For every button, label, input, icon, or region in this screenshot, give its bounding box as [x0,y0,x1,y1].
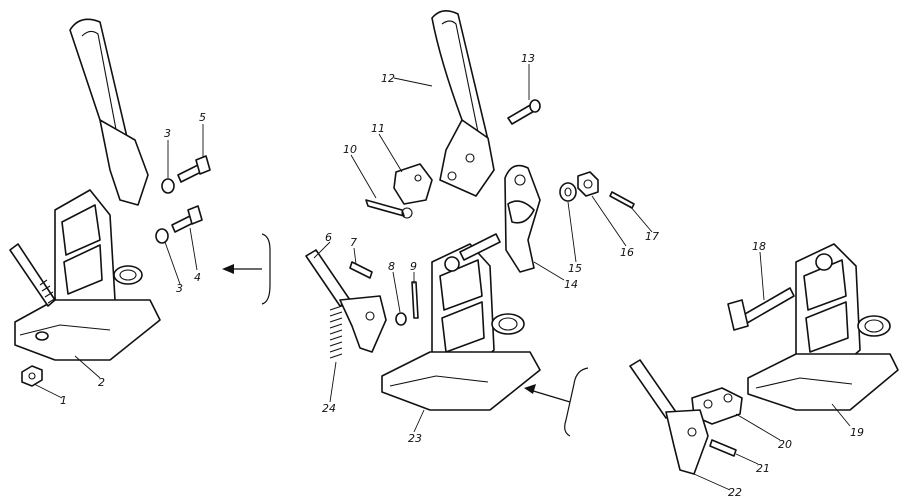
callout-9: 9 [410,260,417,273]
arrow-to-middle [524,367,589,437]
callout-19: 19 [850,426,864,439]
callout-12: 12 [381,72,395,85]
left-assembly [9,18,211,399]
callout-5: 5 [199,111,206,124]
callout-21: 21 [756,462,770,475]
callout-14: 14 [564,278,578,291]
callout-18: 18 [752,240,766,253]
callout-8: 8 [388,260,395,273]
callout-17: 17 [645,230,659,243]
callout-6: 6 [325,231,332,244]
callout-3-top: 3 [164,127,171,140]
callout-11: 11 [371,122,385,135]
callout-20: 20 [778,438,792,451]
callout-24: 24 [322,402,336,415]
callout-13: 13 [521,52,535,65]
callout-labels: 1 2 3 3 4 5 6 7 8 9 10 11 12 13 14 15 16… [60,52,864,499]
callout-16: 16 [620,246,634,259]
callout-15: 15 [568,262,582,275]
callout-4: 4 [194,271,201,284]
callout-23: 23 [408,432,422,445]
callout-3-bottom: 3 [176,282,183,295]
middle-group [305,10,653,433]
callout-1: 1 [60,394,67,407]
callout-2: 2 [98,376,105,389]
callout-10: 10 [343,143,357,156]
right-group [629,243,899,491]
callout-7: 7 [350,236,357,249]
arrow-to-left [222,233,271,305]
callout-22: 22 [728,486,742,499]
